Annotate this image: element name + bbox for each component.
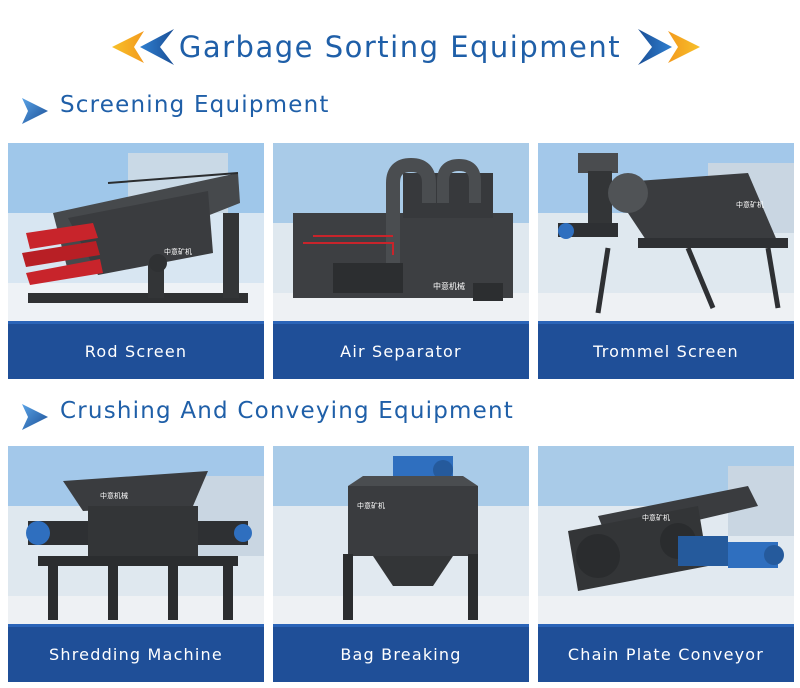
- page-title: Garbage Sorting Equipment: [178, 30, 622, 64]
- product-label[interactable]: Rod Screen: [84, 342, 188, 361]
- chevron-left-double-icon: [112, 29, 174, 65]
- product-card-rod-screen[interactable]: 中意矿机 Rod Screen: [8, 143, 264, 379]
- brand-logo: 中意矿机: [736, 200, 764, 209]
- section-heading-crushing: Crushing And Conveying Equipment: [20, 398, 580, 434]
- bag-breaking-image: 中意矿机: [273, 446, 529, 624]
- product-card-shredding-machine[interactable]: 中意机械 Shredding Machine: [8, 446, 264, 682]
- rod-screen-image: 中意矿机: [8, 143, 264, 321]
- product-label[interactable]: Trommel Screen: [593, 342, 739, 361]
- label-bar: Bag Breaking: [273, 624, 529, 682]
- brand-logo: 中意机械: [433, 281, 465, 291]
- brand-logo: 中意矿机: [357, 501, 385, 510]
- product-card-chain-plate-conveyor[interactable]: 中意矿机 Chain Plate Conveyor: [538, 446, 794, 682]
- triangle-right-icon: [22, 404, 48, 430]
- brand-logo: 中意矿机: [642, 513, 670, 522]
- product-label[interactable]: Air Separator: [340, 342, 462, 361]
- page-header: Garbage Sorting Equipment: [0, 0, 800, 90]
- product-label[interactable]: Chain Plate Conveyor: [567, 645, 765, 664]
- triangle-right-icon: [22, 98, 48, 124]
- chain-plate-conveyor-image: 中意矿机: [538, 446, 794, 624]
- product-card-bag-breaking[interactable]: 中意矿机 Bag Breaking: [273, 446, 529, 682]
- chevron-right-double-icon: [638, 29, 700, 65]
- product-label[interactable]: Shredding Machine: [49, 645, 223, 664]
- product-label[interactable]: Bag Breaking: [340, 645, 462, 664]
- label-bar: Shredding Machine: [8, 624, 264, 682]
- product-card-air-separator[interactable]: 中意机械 Air Separator: [273, 143, 529, 379]
- label-bar: Air Separator: [273, 321, 529, 379]
- label-bar: Rod Screen: [8, 321, 264, 379]
- brand-logo: 中意矿机: [164, 247, 192, 256]
- trommel-screen-image: 中意矿机: [538, 143, 794, 321]
- shredding-machine-image: 中意机械: [8, 446, 264, 624]
- label-bar: Trommel Screen: [538, 321, 794, 379]
- section-title: Screening Equipment: [60, 92, 330, 118]
- air-separator-image: 中意机械: [273, 143, 529, 321]
- section-heading-screening: Screening Equipment: [20, 92, 420, 128]
- label-bar: Chain Plate Conveyor: [538, 624, 794, 682]
- brand-logo: 中意机械: [100, 491, 128, 500]
- product-card-trommel-screen[interactable]: 中意矿机 Trommel Screen: [538, 143, 794, 379]
- section-title: Crushing And Conveying Equipment: [60, 398, 514, 424]
